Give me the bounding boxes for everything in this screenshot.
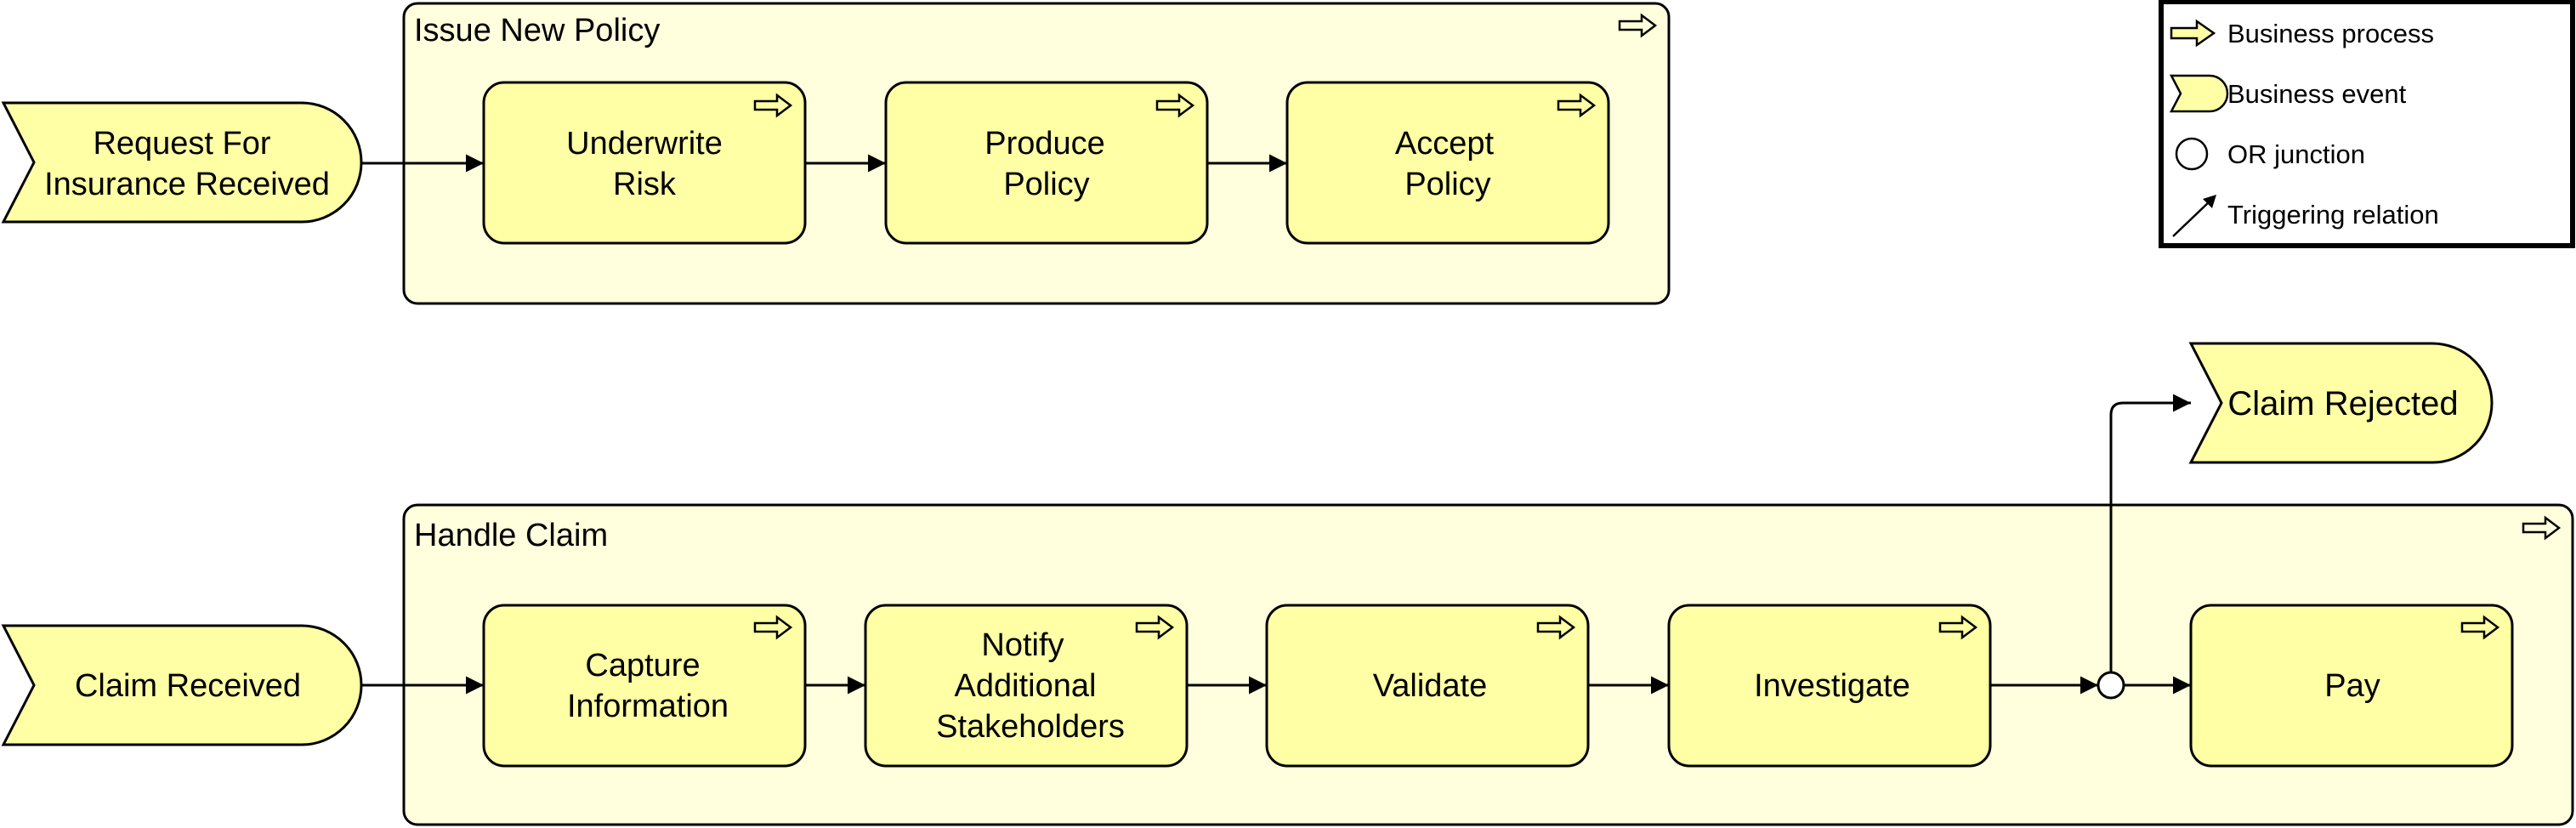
process-label-line2: Information [567, 689, 729, 724]
event-label-line2: Insurance Received [44, 167, 330, 202]
process-accept-policy[interactable]: Accept Policy [1285, 81, 1610, 245]
process-notify-stakeholders[interactable]: Notify Additional Stakeholders [864, 604, 1189, 768]
event-shape-icon [2169, 74, 2229, 113]
legend-item-triggering-relation: Triggering relation [2172, 195, 2439, 237]
legend-label: Triggering relation [2227, 200, 2439, 230]
container-title: Handle Claim [414, 518, 608, 553]
event-label: Claim Rejected [2227, 385, 2458, 423]
triggering-relations-handle-claim [361, 394, 2191, 695]
event-claim-received[interactable]: Claim Received [1, 624, 363, 746]
legend-item-business-process: Business process [2170, 19, 2434, 48]
process-produce-policy[interactable]: Produce Policy [884, 81, 1209, 245]
trigger-arrow [2109, 394, 2191, 672]
process-label-line2: Risk [613, 167, 677, 202]
process-label: Validate [1373, 668, 1488, 704]
process-label-line2: Policy [1404, 167, 1490, 202]
process-pay[interactable]: Pay [2189, 604, 2514, 768]
process-label: Investigate [1754, 668, 1910, 704]
process-underwrite-risk[interactable]: Underwrite Risk [482, 81, 807, 245]
diagonal-arrow-icon [2172, 200, 2211, 237]
process-validate[interactable]: Validate [1265, 604, 1590, 768]
legend-label: Business event [2227, 79, 2407, 109]
process-label-line2: Policy [1003, 167, 1089, 202]
process-label-line3: Stakeholders [936, 709, 1125, 745]
event-claim-rejected[interactable]: Claim Rejected [2188, 342, 2494, 464]
or-junction[interactable] [2097, 671, 2125, 700]
process-label-line1: Produce [984, 126, 1105, 162]
event-label-line1: Request For [93, 126, 270, 162]
legend-item-business-event: Business event [2169, 74, 2407, 113]
circle-icon [2175, 137, 2209, 171]
container-title: Issue New Policy [414, 13, 660, 48]
process-label-line1: Accept [1395, 126, 1495, 162]
process-label-line2: Additional [955, 668, 1097, 704]
legend-label: OR junction [2227, 139, 2365, 169]
legend-item-or-junction: OR junction [2175, 137, 2365, 171]
event-request-insurance[interactable]: Request For Insurance Received [1, 101, 363, 224]
process-label-line1: Notify [981, 627, 1064, 663]
process-label: Pay [2324, 668, 2380, 704]
legend: Business process Business event OR junct… [2159, 0, 2575, 248]
process-arrow-icon [2170, 19, 2216, 48]
process-capture-information[interactable]: Capture Information [482, 604, 807, 768]
legend-label: Business process [2227, 19, 2434, 48]
process-label-line1: Underwrite [566, 126, 723, 162]
process-label-line1: Capture [585, 648, 700, 683]
process-investigate[interactable]: Investigate [1667, 604, 1992, 768]
event-label: Claim Received [75, 668, 301, 704]
